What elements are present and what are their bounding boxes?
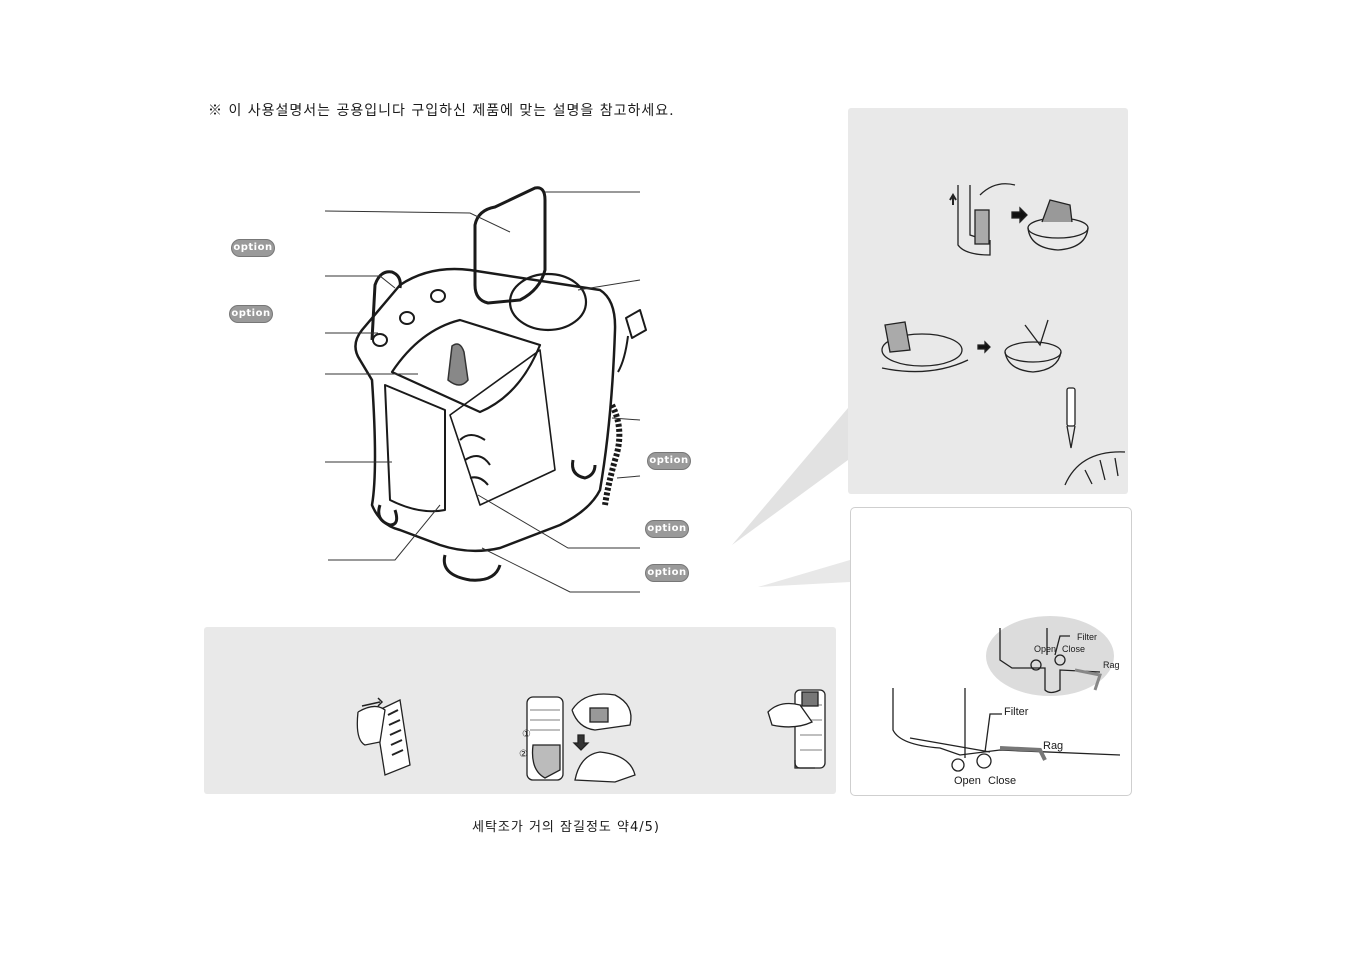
caption-text: 세탁조가 거의 잠길정도 약4/5) — [472, 820, 660, 835]
option-badge: option — [647, 452, 691, 470]
rag-label-top: Rag — [1103, 660, 1120, 670]
lint-filter-shape — [447, 343, 469, 386]
open-label-top: Open — [1034, 644, 1057, 654]
filter-label-top: Filter — [1077, 632, 1097, 642]
filter-cleaning-panel — [848, 108, 1128, 494]
filter-label-bottom: Filter — [1004, 706, 1029, 718]
svg-text:②: ② — [519, 749, 528, 760]
option-badge: option — [231, 239, 275, 257]
option-badge: option — [645, 520, 689, 538]
svg-text:①: ① — [522, 729, 531, 740]
rag-label-bottom: Rag — [1043, 740, 1064, 752]
option-badge: option — [645, 564, 689, 582]
option-badge: option — [229, 305, 273, 323]
close-label-top: Close — [1062, 644, 1086, 654]
notice-text: ※ 이 사용설명서는 공용입니다 구입하신 제품에 맞는 설명을 참고하세요. — [208, 103, 675, 119]
open-label-bottom: Open — [954, 775, 981, 787]
close-label-bottom: Close — [988, 775, 1017, 787]
lint-filter-panel — [204, 627, 836, 794]
